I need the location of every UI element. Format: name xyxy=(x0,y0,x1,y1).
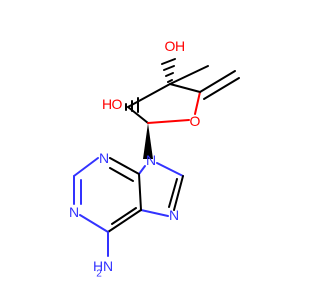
label-ring-o: O xyxy=(190,113,201,129)
bond-n9-c8 xyxy=(156,162,184,177)
bond-c6-c5-a xyxy=(107,209,142,233)
bond-n1-c6 xyxy=(79,214,109,233)
bond-methylene-1 xyxy=(199,70,236,93)
adenine-nucleoside-structure: O H H O O N N N N H N 2 xyxy=(69,38,240,280)
bond-methylene-2 xyxy=(203,77,240,100)
bond-c8-n7-a xyxy=(173,175,184,211)
bond-n7-c5 xyxy=(140,209,169,217)
bond-c6-c5-b xyxy=(111,207,137,225)
bond-n3-c2 xyxy=(73,157,99,177)
label-n7: N xyxy=(169,207,179,223)
bond-c4-ring-o xyxy=(194,91,201,115)
wedge-bond-c1-n9 xyxy=(143,123,153,159)
bond-c8-n7-b xyxy=(168,178,178,208)
svg-text:H: H xyxy=(93,258,103,274)
hash-bond-c2-oh xyxy=(125,97,139,113)
svg-text:2: 2 xyxy=(96,269,102,280)
label-nh2: H N 2 xyxy=(93,258,113,280)
svg-text:H: H xyxy=(175,38,185,54)
svg-text:N: N xyxy=(103,258,113,274)
label-ho-left: H O xyxy=(102,96,123,112)
label-n1: N xyxy=(69,204,79,220)
bond-c5-c4 xyxy=(138,173,142,211)
label-n9: N xyxy=(146,152,156,168)
bond-c3-c4 xyxy=(169,65,209,85)
label-oh-top: O H xyxy=(165,38,186,54)
bond-c4-n9 xyxy=(138,165,146,175)
bond-c4-c5 xyxy=(169,83,201,93)
bond-c2-c3 xyxy=(127,83,171,108)
bond-c4-n3-a xyxy=(109,157,140,175)
label-n3: N xyxy=(99,150,109,166)
bond-c4-n3-b xyxy=(109,167,134,182)
svg-text:H: H xyxy=(102,96,112,112)
hash-bond-c3-oh xyxy=(161,58,176,83)
svg-text:O: O xyxy=(112,96,123,112)
svg-text:O: O xyxy=(165,38,176,54)
bond-ring-o-c1 xyxy=(147,119,190,124)
